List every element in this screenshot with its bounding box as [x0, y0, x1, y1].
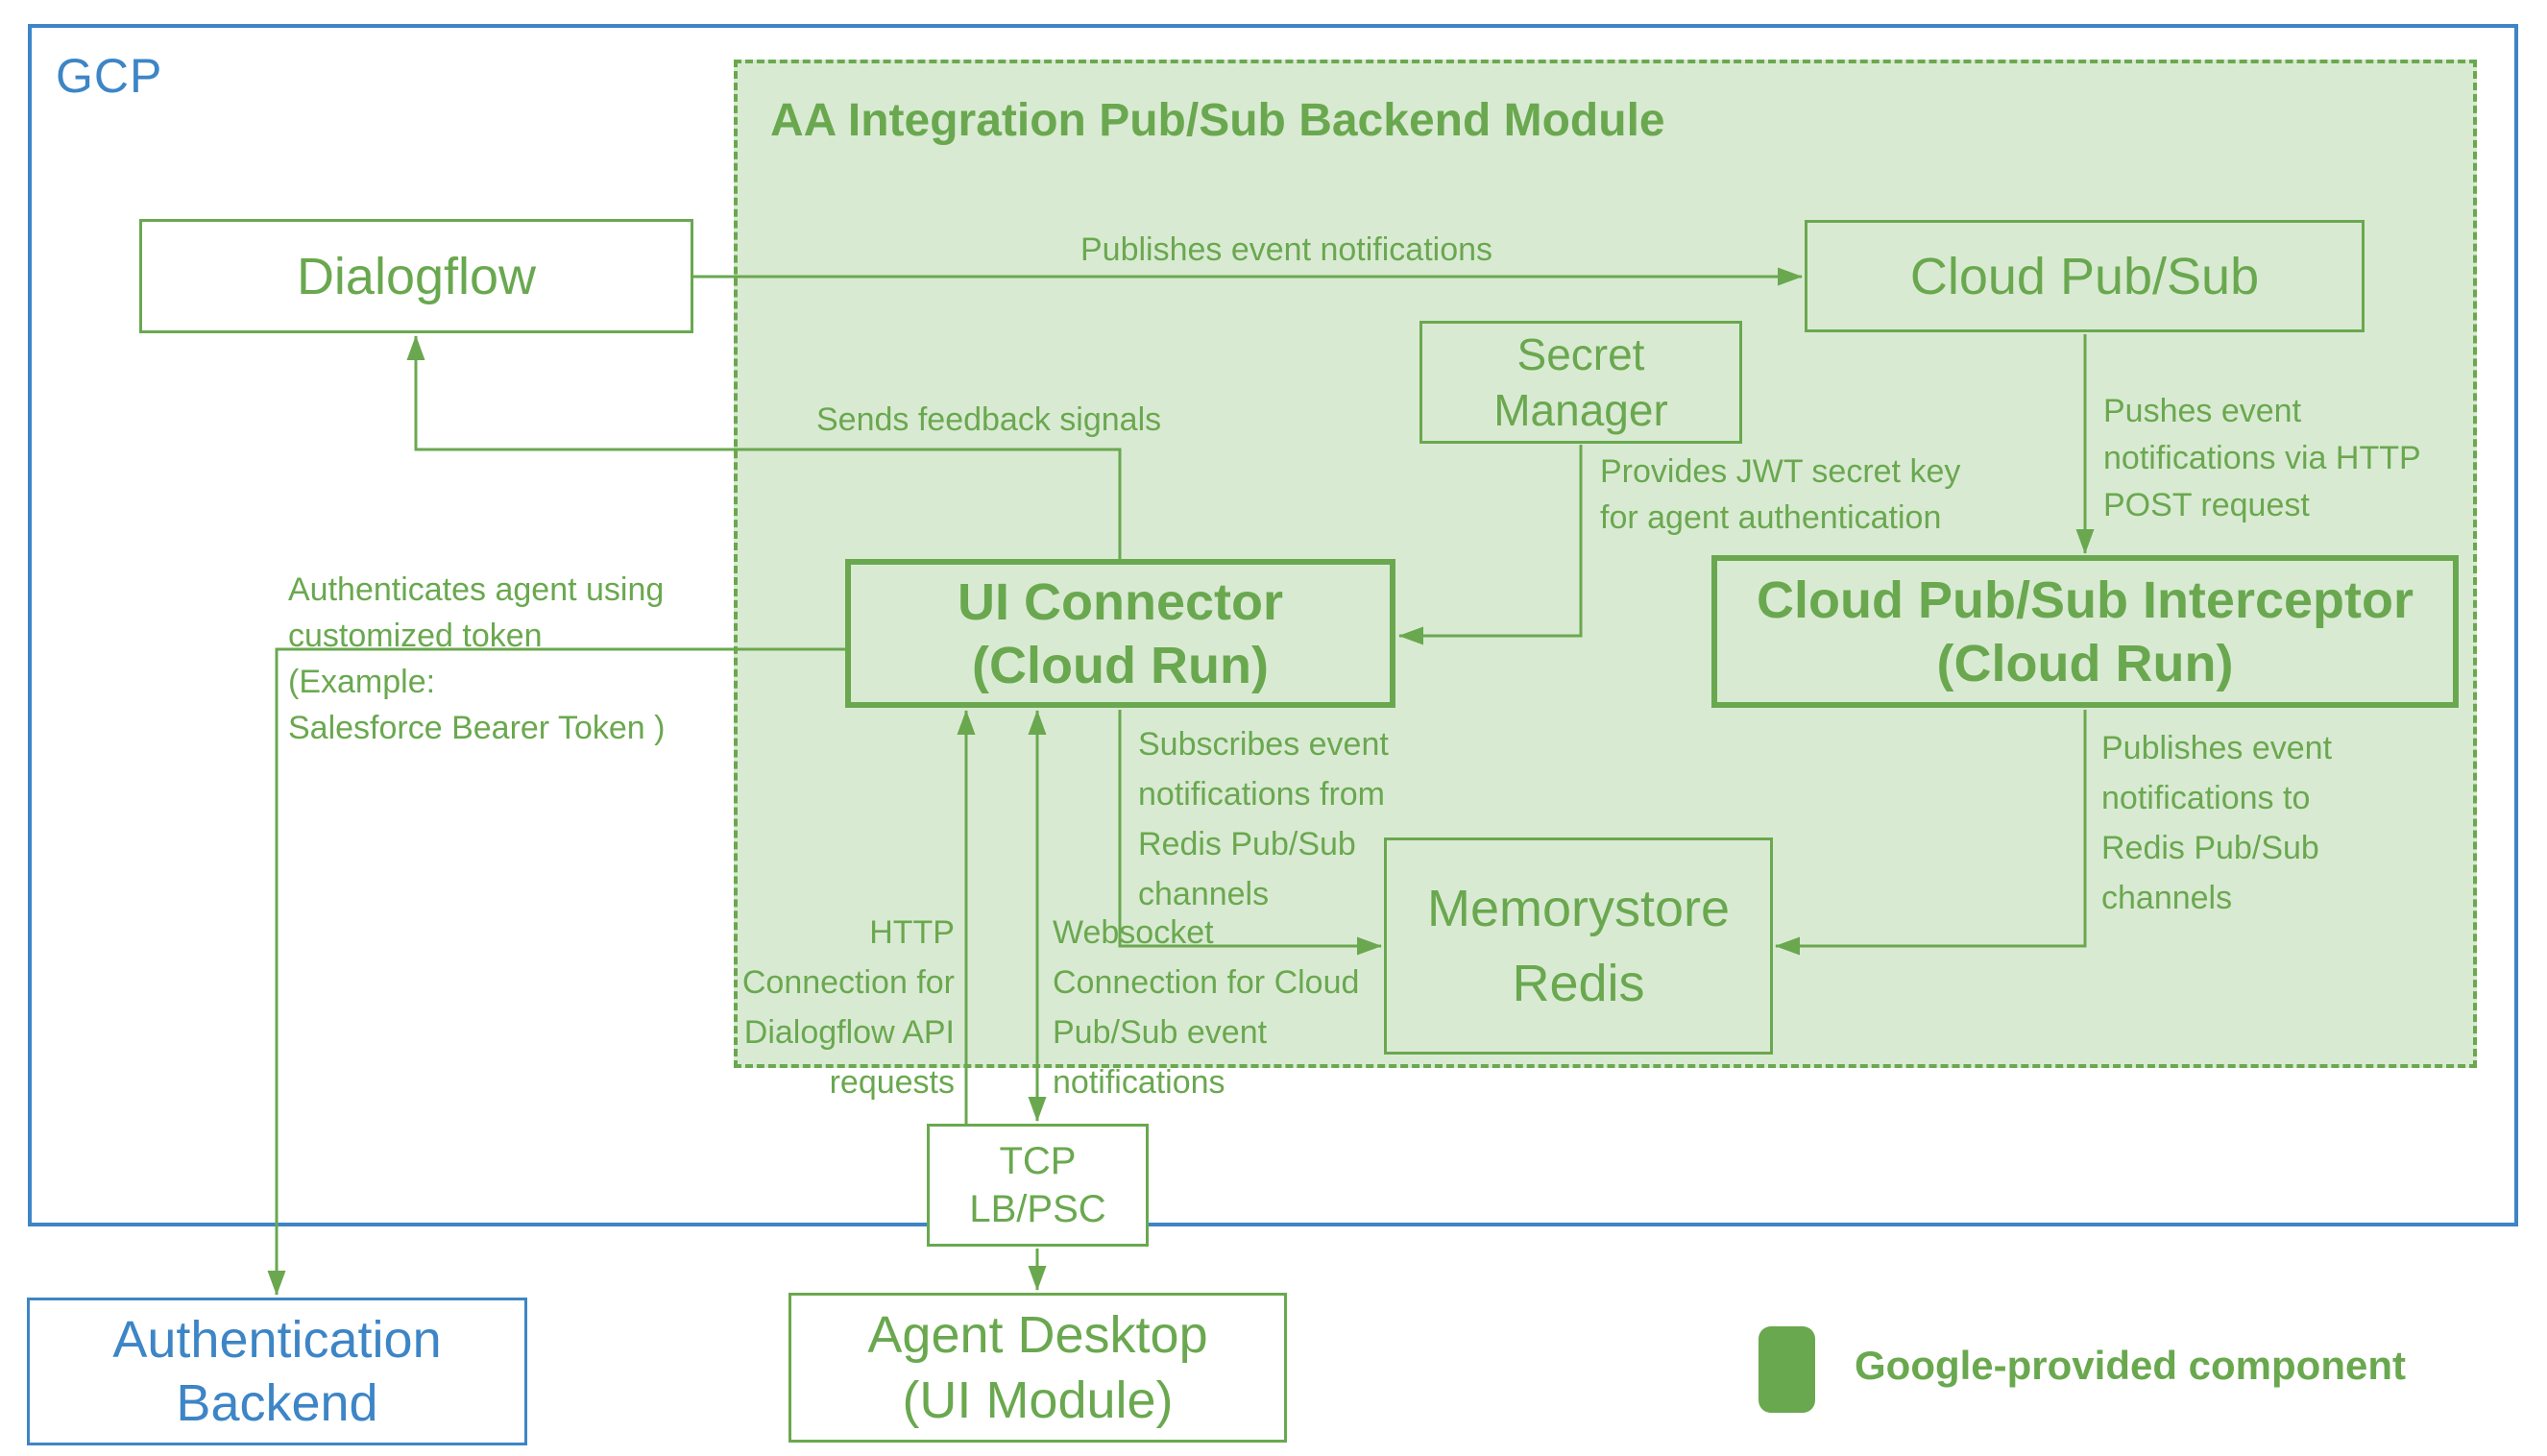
edge-label-sends-feedback: Sends feedback signals: [816, 401, 1162, 438]
edge-label-pushes-event: Pushes event notifications via HTTP POST…: [2103, 393, 2421, 523]
node-authentication-backend: Authentication Backend: [27, 1298, 527, 1445]
legend-google-component-swatch: [1759, 1326, 1815, 1413]
edge-label-authenticates-agent: Authenticates agent using customized tok…: [288, 571, 666, 746]
node-tcp-lb-psc: TCP LB/PSC: [927, 1124, 1149, 1247]
edge-label-subscribes-event: Subscribes event notifications from Redi…: [1138, 726, 1389, 912]
node-cloud-pubsub: Cloud Pub/Sub: [1805, 220, 2365, 332]
node-agent-desktop: Agent Desktop (UI Module): [788, 1293, 1287, 1443]
edge-label-provides-jwt: Provides JWT secret key for agent authen…: [1600, 453, 1961, 536]
legend-label: Google-provided component: [1855, 1343, 2406, 1388]
edge-label-publishes-to-redis: Publishes event notifications to Redis P…: [2101, 730, 2333, 916]
backend-module-title: AA Integration Pub/Sub Backend Module: [770, 95, 1665, 146]
node-memorystore-redis: Memorystore Redis: [1384, 837, 1773, 1055]
node-dialogflow: Dialogflow: [139, 219, 693, 333]
node-ui-connector: UI Connector (Cloud Run): [845, 559, 1395, 708]
edge-label-websocket-connection: Websocket Connection for Cloud Pub/Sub e…: [1053, 914, 1360, 1101]
edge-label-publishes-event: Publishes event notifications: [1080, 231, 1493, 268]
edge-label-http-connection: HTTP Connection for Dialogflow API reque…: [741, 914, 955, 1101]
node-secret-manager: Secret Manager: [1419, 321, 1742, 444]
gcp-label: GCP: [56, 49, 163, 103]
node-cloud-pubsub-interceptor: Cloud Pub/Sub Interceptor (Cloud Run): [1711, 555, 2459, 708]
